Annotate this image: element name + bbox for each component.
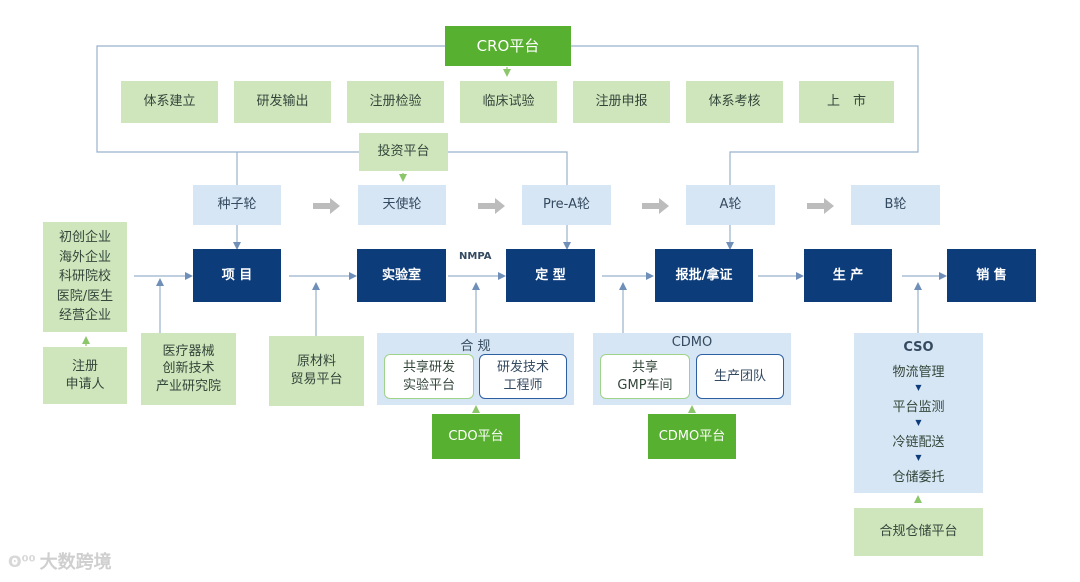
investment-platform-box: 投资平台 <box>359 133 448 171</box>
cro-step-market-launch: 上 市 <box>799 81 894 123</box>
cro-step-rd-output: 研发输出 <box>234 81 331 123</box>
cso-item-warehousing: 仓储委托 <box>892 470 945 485</box>
cro-step-system-audit: 体系考核 <box>686 81 783 123</box>
watermark-logo-icon: ʘ⁰⁰ <box>8 551 36 571</box>
flow-sales: 销 售 <box>947 249 1036 302</box>
cdmo-platform-box: CDMO平台 <box>648 414 736 459</box>
cro-platform-box: CRO平台 <box>445 26 571 66</box>
watermark-text: 大数跨境 <box>39 552 112 573</box>
cso-title: CSO <box>903 340 934 355</box>
round-arrow <box>807 198 834 214</box>
cso-item-logistics: 物流管理 <box>892 365 945 380</box>
source-companies-box: 初创企业 海外企业 科研院校 医院/医生 经营企业 <box>43 222 127 332</box>
compliance-title: 合 规 <box>460 339 491 354</box>
cdmo-title: CDMO <box>671 335 713 350</box>
round-arrow <box>313 198 340 214</box>
flow-production: 生 产 <box>804 249 892 302</box>
watermark: ʘ⁰⁰ 大数跨境 <box>8 548 112 574</box>
innovation-institute-box: 医疗器械 创新技术 产业研究院 <box>141 333 236 405</box>
flow-approval: 报批/拿证 <box>655 249 753 302</box>
round-b: B轮 <box>851 185 940 225</box>
cso-item-cold-chain: 冷链配送 <box>892 435 945 450</box>
down-triangle-icon: ▼ <box>915 418 922 427</box>
registration-applicant-box: 注册 申请人 <box>43 347 127 404</box>
flow-finalize: 定 型 <box>506 249 595 302</box>
round-arrow <box>642 198 669 214</box>
cro-step-registration-test: 注册检验 <box>347 81 444 123</box>
round-a: A轮 <box>686 185 775 225</box>
down-triangle-icon: ▼ <box>915 453 922 462</box>
shared-gmp-workshop-box: 共享 GMP车间 <box>600 354 690 399</box>
cro-step-registration-filing: 注册申报 <box>573 81 670 123</box>
compliant-storage-platform-box: 合规仓储平台 <box>854 508 983 556</box>
cro-bracket-line <box>448 151 568 185</box>
rd-engineer-box: 研发技术 工程师 <box>479 354 567 399</box>
materials-trade-platform-box: 原材料 贸易平台 <box>269 336 364 406</box>
cdo-platform-box: CDO平台 <box>432 414 520 459</box>
round-arrow <box>478 198 505 214</box>
cro-step-clinical-trial: 临床试验 <box>460 81 557 123</box>
down-triangle-icon: ▼ <box>915 383 922 392</box>
round-pre-a: Pre-A轮 <box>522 185 611 225</box>
production-team-box: 生产团队 <box>696 354 784 399</box>
flow-project: 项 目 <box>193 249 281 302</box>
flow-laboratory: 实验室 <box>357 249 446 302</box>
cso-item-monitoring: 平台监测 <box>892 400 945 415</box>
cro-bracket-line <box>571 45 919 185</box>
cso-panel <box>854 333 983 493</box>
shared-rd-lab-box: 共享研发 实验平台 <box>384 354 474 399</box>
round-seed: 种子轮 <box>193 185 281 225</box>
cro-bracket-line <box>96 45 445 153</box>
round-angel: 天使轮 <box>358 185 446 225</box>
cro-step-system-building: 体系建立 <box>121 81 218 123</box>
cso-content: CSO 物流管理 ▼ 平台监测 ▼ 冷链配送 ▼ 仓储委托 <box>854 340 983 485</box>
nmpa-label: NMPA <box>459 251 492 262</box>
